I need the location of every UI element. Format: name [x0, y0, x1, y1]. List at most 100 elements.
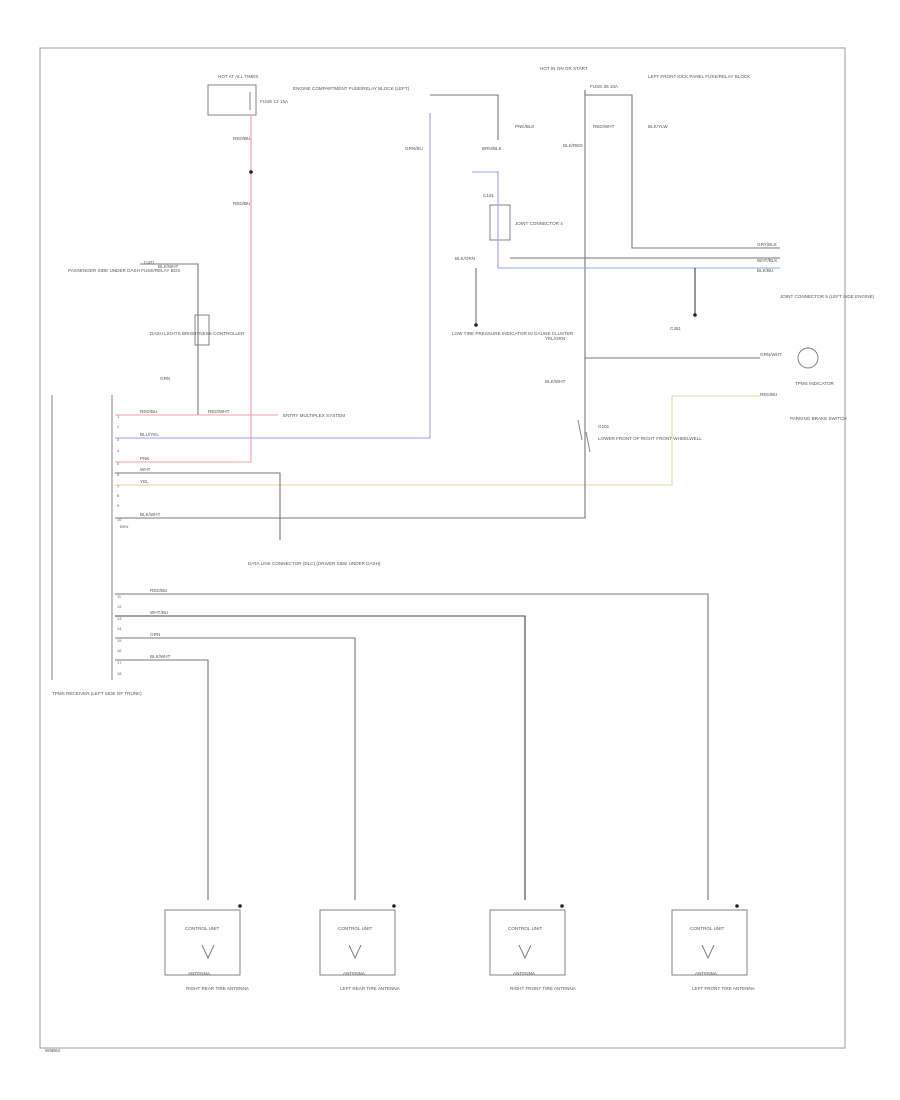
splice-mid	[474, 323, 478, 327]
label-yel-grn: YEL/GRN	[545, 336, 565, 341]
label-red-bu-top: RED/BU	[233, 136, 250, 141]
label-grn-left: GRN	[160, 376, 170, 381]
label-brn-blk: BRN/BLK	[482, 146, 503, 151]
label-grn-bu: GRN/BU	[405, 146, 423, 151]
data-link-label: DATA LINK CONNECTOR (DLC) (DRIVER SIDE U…	[248, 561, 381, 566]
fuse-left-fuse: FUSE 12 15A	[260, 99, 289, 104]
pin-17: 17	[117, 660, 122, 665]
pin-15: 15	[117, 638, 122, 643]
sensor-box	[319, 909, 396, 976]
pin-2: 2	[117, 424, 120, 429]
label-gnd: BRN	[120, 524, 129, 529]
pin-7: 7	[117, 484, 120, 489]
label-blk-grn: BLK/GRN	[455, 256, 475, 261]
label-ant-rf: WHT/BU	[150, 610, 168, 615]
sensor-location: LEFT REAR TIRE ANTENNA	[340, 986, 401, 991]
sensor-title: CONTROL UNIT	[508, 926, 542, 931]
pin-6: 6	[117, 472, 120, 477]
fuse-right-desc: LEFT FRONT KICK PANEL FUSE/RELAY BLOCK	[648, 74, 751, 79]
label-blk-pin5: WHT	[140, 467, 151, 472]
label-blk-wht-r: BLK/WHT	[545, 379, 566, 384]
sensor-ground-dot	[735, 904, 739, 908]
label-red-bu-sm: RED/BU	[760, 392, 777, 397]
antenna-icon	[518, 944, 532, 960]
blue-wire	[115, 113, 431, 439]
sensor-title: CONTROL UNIT	[690, 926, 724, 931]
multiplex-label: ENTRY MULTIPLEX SYSTEM	[283, 413, 345, 418]
sensor-right-rear: CONTROL UNIT ANTENNA RIGHT REAR TIRE ANT…	[164, 904, 250, 991]
sensor-box	[164, 909, 241, 976]
warning-light-label: LOW TIRE PRESSURE INDICATOR IN GAUGE CLU…	[452, 331, 574, 336]
page-ref: W5B64	[45, 1048, 61, 1053]
joint-connector-box	[489, 204, 511, 241]
fuse-left-desc: ENGINE COMPARTMENT FUSE/RELAY BLOCK (LEF…	[293, 86, 410, 91]
relay-box-left	[194, 314, 210, 346]
fuse-left-title: HOT AT ALL TIMES	[218, 74, 258, 79]
parking-brake-label: PARKING BRAKE SWITCH	[790, 416, 847, 421]
c451-label: C451	[670, 326, 681, 331]
c421-wire-label: BLK/WHT	[158, 264, 179, 269]
antenna-wire-lr	[115, 637, 356, 900]
g101-label: G101	[598, 424, 610, 429]
label-red-pin4: PNK	[140, 456, 150, 461]
sensor-location: RIGHT FRONT TIRE ANTENNA	[510, 986, 577, 991]
pin-9: 9	[117, 503, 120, 508]
sensor-left-front: CONTROL UNIT ANTENNA LEFT FRONT TIRE ANT…	[671, 904, 756, 991]
sensor-label: ANTENNA	[695, 971, 718, 976]
label-wht-blk: WHT/BLK	[757, 258, 778, 263]
pin-4: 4	[117, 448, 120, 453]
ground-symbol	[577, 419, 591, 453]
sensor-left-rear: CONTROL UNIT ANTENNA LEFT REAR TIRE ANTE…	[319, 904, 401, 991]
sensor-box	[489, 909, 566, 976]
pin-1: 1	[117, 414, 120, 419]
sensor-title: CONTROL UNIT	[338, 926, 372, 931]
label-red-pin1: RED/BU	[140, 409, 157, 414]
sensor-right-front: CONTROL UNIT ANTENNA RIGHT FRONT TIRE AN…	[489, 904, 577, 991]
c421-label: C421	[144, 260, 155, 265]
label-grn-wht: GRN/WHT	[760, 352, 782, 357]
label-blk-red-top: BLK/RED	[563, 143, 583, 148]
sensor-label: ANTENNA	[343, 971, 366, 976]
label-red-pin1b: RED/WHT	[208, 409, 230, 414]
sensor-title: CONTROL UNIT	[185, 926, 219, 931]
splice-joint5	[693, 313, 697, 317]
pin-8: 8	[117, 493, 120, 498]
g101-desc: LOWER FRONT OF RIGHT FRONT WHEELWELL	[598, 436, 702, 441]
label-blk-bu: BLK/BU	[757, 268, 773, 273]
joint-connector-label: JOINT CONNECTOR 4	[515, 221, 563, 226]
sensor-box	[671, 909, 748, 976]
label-ant-lr: GRN	[150, 632, 160, 637]
label-blue: BLU/YEL	[140, 432, 159, 437]
tpms-receiver-label: TPMS RECEIVER (LEFT SIDE OF TRUNK)	[52, 691, 142, 696]
c421-desc: PASSENGER SIDE UNDER DASH FUSE/RELAY BOX	[68, 268, 180, 273]
pin-13: 13	[117, 616, 122, 621]
pin-14: 14	[117, 626, 122, 631]
fuse-right-fuse: FUSE 35 10A	[590, 84, 619, 89]
antenna-icon	[701, 944, 715, 960]
antenna-wire-lf	[115, 593, 709, 900]
splice-red	[249, 170, 253, 174]
c451-desc: JOINT CONNECTOR 5 (LEFT SIDE ENGINE)	[780, 294, 875, 299]
label-gry-blk: GRY/BLK	[757, 242, 778, 247]
label-red-bu-mid: RED/BU	[233, 201, 250, 206]
pin-5: 5	[117, 461, 120, 466]
antenna-wire-rr	[115, 659, 209, 900]
antenna-wire-rf	[115, 615, 526, 900]
label-ant-lf: RED/BU	[150, 588, 167, 593]
black-wire-pin9	[115, 90, 586, 519]
sensor-ground-dot	[392, 904, 396, 908]
antenna-icon	[201, 944, 215, 960]
sensor-label: ANTENNA	[513, 971, 536, 976]
fuse-block-left-box	[207, 84, 257, 116]
black-wire-c421	[140, 263, 199, 415]
relay-left-text: DASH LIGHTS BRIGHTNESS CONTROLLER	[150, 331, 245, 336]
label-ant-rr: BLK/WHT	[150, 654, 171, 659]
diagram-frame	[39, 47, 846, 1049]
pin-3: 3	[117, 437, 120, 442]
tpms-indicator-icon	[797, 347, 819, 369]
sensor-location: RIGHT REAR TIRE ANTENNA	[186, 986, 250, 991]
label-blk-ylw-top: BLK/YLW	[648, 124, 668, 129]
red-wire-pin4	[115, 415, 252, 463]
label-blk-pin9: BLK/WHT	[140, 512, 161, 517]
